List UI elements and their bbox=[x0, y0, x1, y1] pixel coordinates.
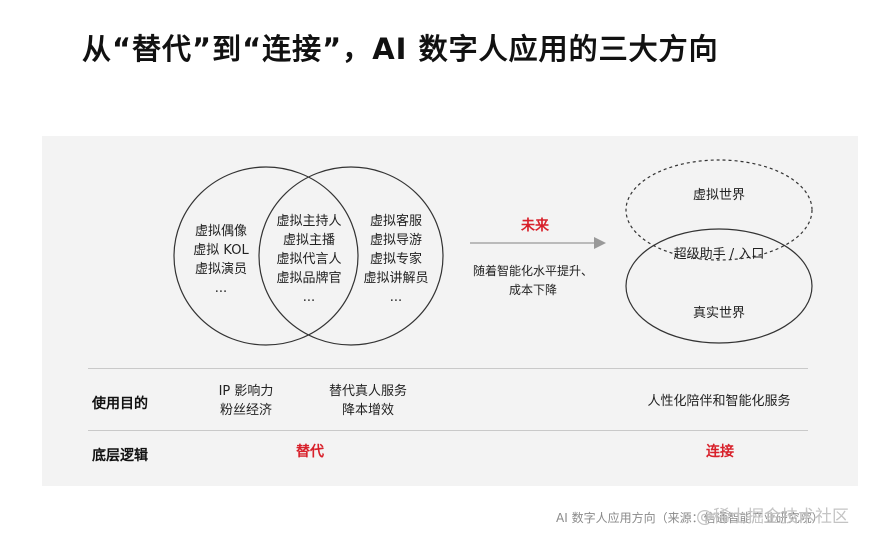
list-item: 虚拟偶像 bbox=[194, 224, 247, 239]
real-world-ellipse bbox=[625, 228, 813, 344]
venn-right-circle bbox=[258, 166, 444, 346]
purpose-col1: IP 影响力 粉丝经济 bbox=[198, 382, 294, 420]
list-item: 虚拟代言人 bbox=[276, 252, 342, 267]
page-title: 从“替代”到“连接”，AI 数字人应用的三大方向 bbox=[82, 32, 719, 66]
list-item: ... bbox=[214, 281, 228, 296]
list-item: 虚拟主持人 bbox=[276, 214, 342, 229]
list-item: 虚拟导游 bbox=[369, 233, 422, 248]
list-item: ... bbox=[389, 290, 403, 305]
purpose-text: IP 影响力 bbox=[218, 384, 274, 399]
list-item: 虚拟讲解员 bbox=[363, 271, 429, 286]
super-assistant-label: 超级助手 / 入口 bbox=[673, 247, 765, 262]
future-arrow-head bbox=[594, 237, 606, 249]
overlap-items: 虚拟主持人 虚拟主播 虚拟代言人 虚拟品牌官 ... bbox=[271, 212, 347, 307]
logic-substitute: 替代 bbox=[296, 444, 324, 460]
arrow-caption-line: 随着智能化水平提升、 bbox=[472, 264, 593, 278]
divider-middle bbox=[88, 430, 808, 431]
diagram-panel bbox=[42, 136, 858, 486]
purpose-text: 替代真人服务 bbox=[328, 384, 407, 399]
virtual-world-label: 虚拟世界 bbox=[692, 188, 745, 203]
purpose-text: 粉丝经济 bbox=[219, 403, 272, 418]
venn-left-circle bbox=[173, 166, 359, 346]
virtual-world-ellipse bbox=[625, 159, 813, 261]
list-item: 虚拟 KOL bbox=[193, 243, 249, 258]
list-item: 虚拟专家 bbox=[369, 252, 422, 267]
list-item: 虚拟品牌官 bbox=[276, 271, 342, 286]
arrow-caption-line: 成本下降 bbox=[508, 283, 557, 297]
source-caption: AI 数字人应用方向（来源：信通智能产业研究院） bbox=[556, 511, 824, 525]
divider-top bbox=[88, 368, 808, 369]
purpose-row-label: 使用目的 bbox=[92, 396, 148, 412]
purpose-col2: 替代真人服务 降本增效 bbox=[318, 382, 418, 420]
real-world-label: 真实世界 bbox=[692, 306, 745, 321]
list-item: 虚拟客服 bbox=[369, 214, 422, 229]
left-circle-items: 虚拟偶像 虚拟 KOL 虚拟演员 ... bbox=[186, 222, 256, 298]
logic-connect: 连接 bbox=[706, 444, 734, 460]
list-item: 虚拟演员 bbox=[194, 262, 247, 277]
purpose-text: 降本增效 bbox=[341, 403, 394, 418]
arrow-caption: 随着智能化水平提升、 成本下降 bbox=[458, 262, 608, 300]
future-label: 未来 bbox=[521, 218, 549, 234]
list-item: ... bbox=[302, 290, 316, 305]
watermark: @稀土掘金技术社区 bbox=[696, 507, 849, 527]
list-item: 虚拟主播 bbox=[282, 233, 335, 248]
purpose-col3: 人性化陪伴和智能化服务 bbox=[647, 394, 791, 409]
right-circle-items: 虚拟客服 虚拟导游 虚拟专家 虚拟讲解员 ... bbox=[360, 212, 432, 307]
logic-row-label: 底层逻辑 bbox=[92, 448, 148, 464]
